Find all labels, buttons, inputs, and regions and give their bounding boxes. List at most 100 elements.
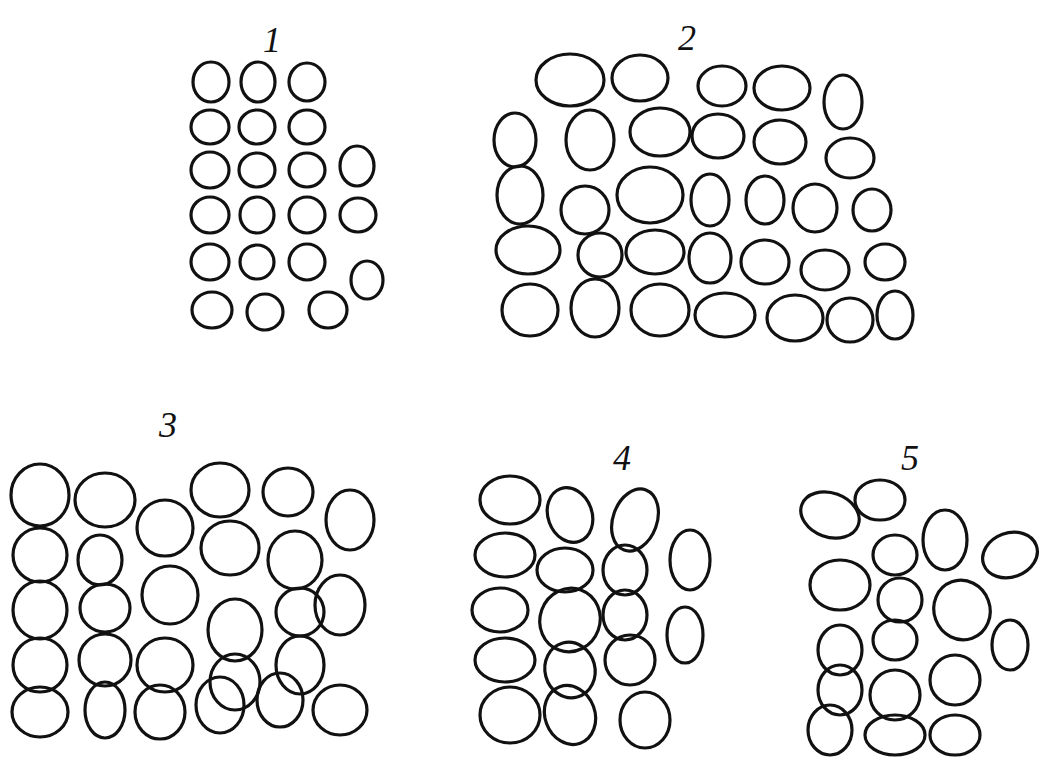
cell-outline xyxy=(992,620,1028,670)
figure-number: 2 xyxy=(678,20,696,56)
cell-outline xyxy=(340,146,374,186)
cell-outline xyxy=(257,673,303,727)
cell-outline xyxy=(193,62,229,102)
cell-outline xyxy=(313,685,367,735)
cell-outline xyxy=(191,197,229,233)
cell-outline xyxy=(13,581,67,639)
cell-outline xyxy=(810,560,870,610)
cell-outline xyxy=(289,153,325,187)
cell-outline xyxy=(670,530,710,590)
cell-outline xyxy=(480,476,540,524)
cell-outline xyxy=(793,184,837,232)
cell-outline xyxy=(617,167,683,223)
cell-outline xyxy=(240,197,274,233)
cell-outline xyxy=(976,525,1044,585)
figure-number: 5 xyxy=(901,440,919,476)
cell-outline xyxy=(605,635,655,685)
cell-outline xyxy=(497,166,543,224)
cell-outline xyxy=(930,715,980,755)
cell-outline xyxy=(808,705,852,755)
cell-outline xyxy=(472,588,528,632)
cell-outline xyxy=(923,510,967,570)
cell-outline xyxy=(691,174,729,226)
figure-number: 4 xyxy=(613,440,631,476)
cell-outline xyxy=(536,54,604,106)
cell-outline xyxy=(626,230,684,274)
cell-outline xyxy=(603,545,647,595)
cell-outline xyxy=(925,572,998,648)
cell-outline xyxy=(191,244,229,280)
cell-outline xyxy=(191,152,229,188)
cell-outline xyxy=(870,670,920,720)
cell-outline xyxy=(13,528,67,582)
cell-outline xyxy=(531,580,609,661)
cell-outline xyxy=(263,468,313,516)
cell-outline xyxy=(571,279,619,337)
cell-outline xyxy=(80,584,130,632)
cell-outline xyxy=(818,625,862,675)
cell-outline xyxy=(754,66,810,110)
figure-number: 1 xyxy=(263,22,281,58)
cell-outline xyxy=(502,284,558,336)
cell-outline xyxy=(536,678,604,751)
figure-number: 3 xyxy=(159,407,177,443)
cell-outline xyxy=(475,638,535,682)
cell-outline xyxy=(930,655,980,705)
cell-outline xyxy=(480,687,540,743)
cell-outline xyxy=(13,638,67,692)
cell-outline xyxy=(746,176,784,224)
cell-outline xyxy=(289,244,325,280)
cell-outline xyxy=(754,120,806,164)
cell-outline xyxy=(192,292,232,328)
cell-outline xyxy=(878,578,922,622)
cell-outline xyxy=(326,490,374,550)
cell-outline xyxy=(698,66,746,106)
cell-outline xyxy=(475,533,535,577)
cell-outline xyxy=(208,599,262,661)
cell-outline xyxy=(620,692,670,748)
cell-outline xyxy=(540,481,600,549)
cell-outline xyxy=(201,521,259,575)
cell-outline xyxy=(496,226,560,274)
cell-outline xyxy=(630,108,690,156)
cell-outline xyxy=(12,687,68,737)
cell-outline xyxy=(603,590,647,640)
cell-outline xyxy=(865,715,925,755)
cell-outline xyxy=(873,620,917,660)
cell-outline xyxy=(240,245,274,279)
cell-outline xyxy=(239,153,275,187)
cell-outline xyxy=(689,233,731,283)
cell-outline xyxy=(539,636,602,703)
cell-outline xyxy=(877,291,913,339)
cell-outline xyxy=(135,685,185,739)
cell-outline xyxy=(351,261,383,299)
cell-outline xyxy=(741,240,789,284)
cell-outline xyxy=(855,480,905,520)
cell-outline xyxy=(692,114,744,158)
cell-outline xyxy=(315,575,365,635)
cell-outline xyxy=(142,566,198,624)
cell-outline xyxy=(865,244,905,280)
cell-outline xyxy=(826,138,874,178)
cell-outline xyxy=(767,295,823,341)
cell-outline xyxy=(79,634,131,686)
cell-outline xyxy=(241,62,275,102)
cell-outline xyxy=(289,63,325,101)
cell-outline xyxy=(695,293,755,337)
cell-outline xyxy=(801,250,849,290)
cell-outline xyxy=(853,189,891,231)
cell-outline xyxy=(239,110,275,144)
cell-outline xyxy=(494,113,536,167)
cell-outline xyxy=(137,500,193,556)
cell-outline xyxy=(11,464,69,526)
cell-outline xyxy=(667,607,703,663)
cell-outline xyxy=(537,548,593,592)
cell-outline xyxy=(873,535,917,575)
cell-outline xyxy=(561,186,609,234)
cell-outline xyxy=(78,535,122,585)
cell-outline xyxy=(827,298,873,342)
cell-outline xyxy=(340,198,376,232)
cell-outline xyxy=(75,473,135,527)
cell-outline xyxy=(309,292,347,328)
